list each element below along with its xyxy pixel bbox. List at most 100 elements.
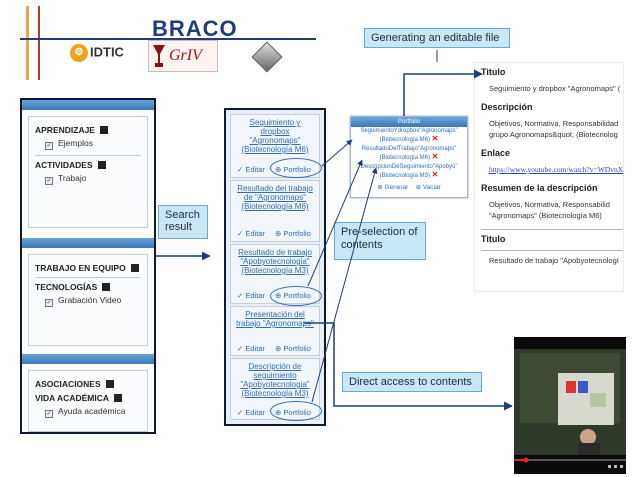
popup-item[interactable]: SeguimientoYdropbox"Agronomaps"(Biotecno… — [351, 127, 467, 145]
portfolio-highlight-oval — [270, 158, 322, 178]
edit-button[interactable]: ✓ Editar — [237, 408, 265, 417]
doc-descripcion-line2: grupo Agronomaps&quot; (Biotecnolog — [489, 130, 618, 139]
expand-icon[interactable] — [105, 380, 114, 388]
remove-icon[interactable]: ✕ — [431, 152, 439, 161]
filter-group-title[interactable]: VIDA ACADÉMICA — [35, 393, 141, 403]
filter-group-title[interactable]: APRENDIZAJE — [35, 125, 141, 135]
remove-icon[interactable]: ✕ — [431, 134, 439, 143]
checkbox-icon[interactable]: ✓ — [45, 299, 53, 307]
filter-group-title[interactable]: TRABAJO EN EQUIPO — [35, 263, 141, 273]
video-player[interactable] — [514, 337, 626, 474]
generate-button-label: Generar — [384, 184, 409, 191]
portfolio-button[interactable]: ⊕ Portfolio — [275, 344, 311, 353]
header-vline-orange — [26, 6, 29, 80]
filter-group-title-text: ASOCIACIONES — [35, 379, 101, 389]
checkbox-icon[interactable]: ✓ — [45, 410, 53, 418]
portfolio-button-label: Portfolio — [283, 229, 311, 238]
doc-rule — [481, 229, 623, 230]
result-item: Presentación del trabajo "Agronomaps" ✓ … — [230, 306, 320, 356]
filter-item-label: Trabajo — [58, 173, 87, 183]
checkbox-icon[interactable]: ✓ — [45, 177, 53, 185]
result-title-link[interactable]: Resultado de trabajo "Apobyotecnologia" … — [238, 248, 312, 275]
edit-button-label: Editar — [245, 165, 265, 174]
filter-item[interactable]: ✓ Ejemplos — [45, 138, 141, 150]
edit-button[interactable]: ✓ Editar — [237, 291, 265, 300]
result-title-link[interactable]: Descripción de seguimiento "Apobyotecnol… — [240, 362, 310, 398]
popup-to-doc-arrow — [403, 69, 483, 116]
expand-icon[interactable] — [97, 161, 106, 169]
expand-icon[interactable] — [113, 394, 122, 402]
result-title-link[interactable]: Presentación del trabajo "Agronomaps" — [236, 310, 314, 328]
filter-group-title-text: TRABAJO EN EQUIPO — [35, 263, 126, 273]
edit-button-label: Editar — [245, 344, 265, 353]
filter-group-title[interactable]: ASOCIACIONES — [35, 379, 141, 389]
gear-icon: ⚙ — [70, 44, 88, 62]
doc-titulo-text: Seguimiento y dropbox "Agronomaps" ( — [489, 84, 621, 93]
doc-resumen-line1: Objetivos, Normativa, Responsabilid — [489, 200, 610, 209]
empty-button[interactable]: ⊕ Vaciar — [415, 184, 441, 191]
filter-group-title-text: TECNOLOGÍAS — [35, 282, 98, 292]
doc-heading-enlace: Enlace — [481, 148, 511, 158]
doc-heading-titulo2: Titulo — [481, 234, 506, 244]
gir-logo-text: GrIV — [169, 47, 202, 64]
generate-button[interactable]: ⊕ Generar — [377, 184, 409, 191]
filter-group: APRENDIZAJE ✓ Ejemplos ACTIVIDADES ✓ Traba… — [28, 116, 148, 228]
video-frame — [514, 337, 626, 474]
filter-panel: APRENDIZAJE ✓ Ejemplos ACTIVIDADES ✓ Traba… — [20, 98, 156, 434]
filter-group-title-text: APRENDIZAJE — [35, 125, 95, 135]
popup-buttons: ⊕ Generar ⊕ Vaciar — [351, 183, 467, 191]
filter-group-title-text: ACTIVIDADES — [35, 160, 93, 170]
doc-descripcion-line1: Objetivos, Normativa, Responsabilidad — [489, 119, 619, 128]
preselection-arrow-3 — [311, 167, 378, 403]
result-title-link[interactable]: Seguimiento y dropbox "Agronomaps" (Biot… — [241, 118, 309, 154]
doc-enlace-link[interactable]: https://www.youtube.com/watch?v=WDvnX — [489, 165, 624, 174]
result-actions: ✓ Editar ⊕ Portfolio — [231, 227, 319, 241]
preselection-arrow-1 — [321, 139, 353, 167]
popup-item-label: ResultadoDelTrabajo"Agronomaps"(Biotecno… — [361, 146, 457, 161]
expand-icon[interactable] — [130, 264, 139, 272]
result-actions: ✓ Editar ⊕ Portfolio — [231, 342, 319, 356]
divider — [35, 155, 141, 156]
edit-button-label: Editar — [245, 291, 265, 300]
expand-icon[interactable] — [102, 283, 111, 291]
app-title: BRACO — [152, 16, 238, 41]
result-title-link[interactable]: Resultado del trabajo de "Agronomaps" (B… — [237, 184, 313, 211]
filter-group-title[interactable]: TECNOLOGÍAS — [35, 282, 141, 292]
generated-document: Titulo Seguimiento y dropbox "Agronomaps… — [474, 62, 624, 292]
doc-heading-resumen: Resumen de la descripción — [481, 183, 598, 193]
preselection-arrow-2 — [307, 159, 363, 287]
edit-button[interactable]: ✓ Editar — [237, 229, 265, 238]
popup-item-label: SeguimientoYdropbox"Agronomaps"(Biotecno… — [360, 128, 458, 143]
direct-access-arrow — [304, 322, 513, 411]
panel-section-bar — [22, 354, 154, 364]
callout-direct-access: Direct access to contents — [342, 372, 482, 392]
popup-item[interactable]: ResultadoDelTrabajo"Agronomaps"(Biotecno… — [351, 145, 467, 163]
edit-button[interactable]: ✓ Editar — [237, 344, 265, 353]
edit-button-label: Editar — [245, 229, 265, 238]
filter-item-label: Ejemplos — [58, 138, 93, 148]
panel-section-bar — [22, 238, 154, 248]
popup-item[interactable]: DescripcionDeSeguimiento"Apobyo"(Biotecn… — [351, 163, 467, 181]
callout-search-result: Search result — [158, 205, 208, 239]
edit-button[interactable]: ✓ Editar — [237, 165, 265, 174]
popup-item-label: DescripcionDeSeguimiento"Apobyo"(Biotecn… — [360, 164, 458, 179]
callout-generating: Generating an editable file — [364, 28, 510, 48]
filter-item[interactable]: ✓Grabación Video — [45, 295, 141, 307]
filter-group: ASOCIACIONES VIDA ACADÉMICA ✓ Ayuda acadé… — [28, 370, 148, 432]
expand-icon[interactable] — [99, 126, 108, 134]
portfolio-button[interactable]: ⊕ Portfolio — [275, 229, 311, 238]
doc-resumen-line2: "Agronomaps" (Biotecnología M6) — [489, 211, 602, 220]
goblet-icon — [153, 45, 165, 67]
filter-item[interactable]: ✓ Trabajo — [45, 173, 141, 185]
callout-preselection: Pre-selection of contents — [334, 222, 426, 260]
checkbox-icon[interactable]: ✓ — [45, 142, 53, 150]
portfolio-button-label: Portfolio — [283, 344, 311, 353]
portfolio-highlight-oval — [270, 286, 322, 306]
filter-group: TRABAJO EN EQUIPO TECNOLOGÍAS ✓Grabación… — [28, 254, 148, 346]
remove-icon[interactable]: ✕ — [431, 170, 439, 179]
panel-header-bar — [22, 100, 154, 110]
filter-item-label: Ayuda académica — [58, 406, 126, 416]
filter-item[interactable]: ✓ Ayuda académica — [45, 406, 141, 418]
filter-group-title[interactable]: ACTIVIDADES — [35, 160, 141, 170]
